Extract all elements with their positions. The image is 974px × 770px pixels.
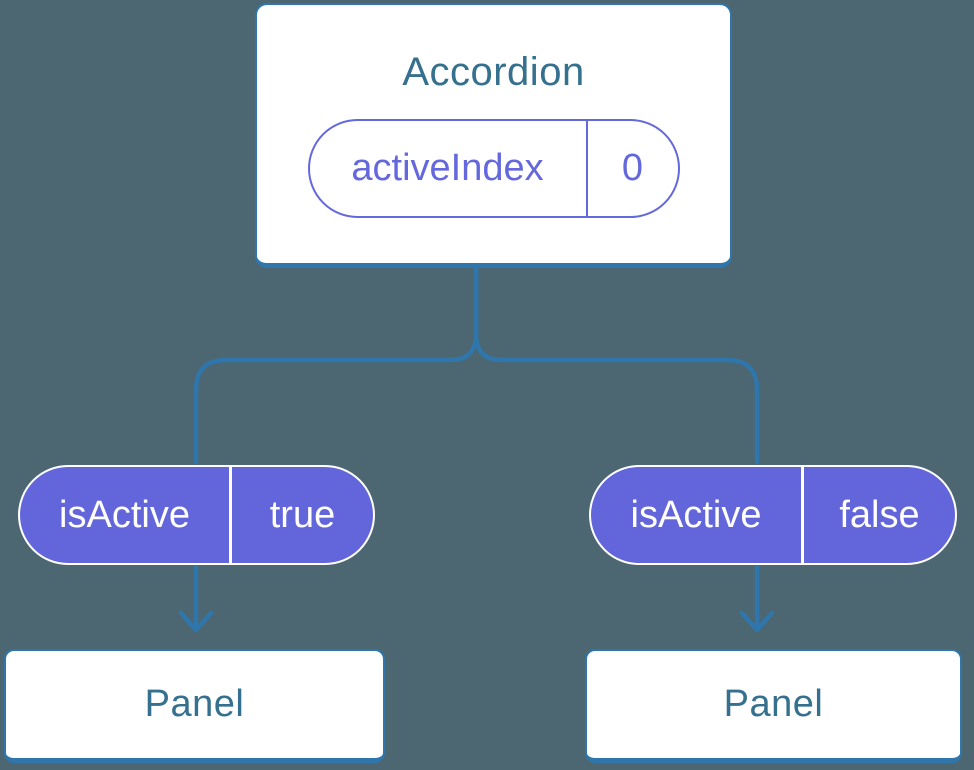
prop-value: false [839,493,920,536]
prop-name: isActive [630,493,762,536]
panel-label: Panel [723,683,824,725]
active-index-state-pill: activeIndex 0 [307,119,680,218]
prop-name: isActive [59,493,190,536]
connector-fork-right [473,263,760,465]
accordion-card: Accordion activeIndex 0 [255,3,732,268]
state-name: activeIndex [351,147,544,189]
is-active-pill-true: isActive true [18,465,375,565]
arrowhead-right [739,610,775,633]
pill-divider [229,467,232,563]
is-active-pill-false: isActive false [589,465,957,565]
state-value: 0 [621,147,644,189]
accordion-title: Accordion [402,50,585,94]
pill-divider [801,467,804,563]
prop-value: true [269,493,336,536]
pill-divider [585,121,588,216]
panel-label: Panel [144,683,245,725]
arrowhead-left [178,610,214,633]
panel-card-left: Panel [4,649,385,763]
connector-fork-left [193,263,479,465]
panel-card-right: Panel [585,649,962,763]
